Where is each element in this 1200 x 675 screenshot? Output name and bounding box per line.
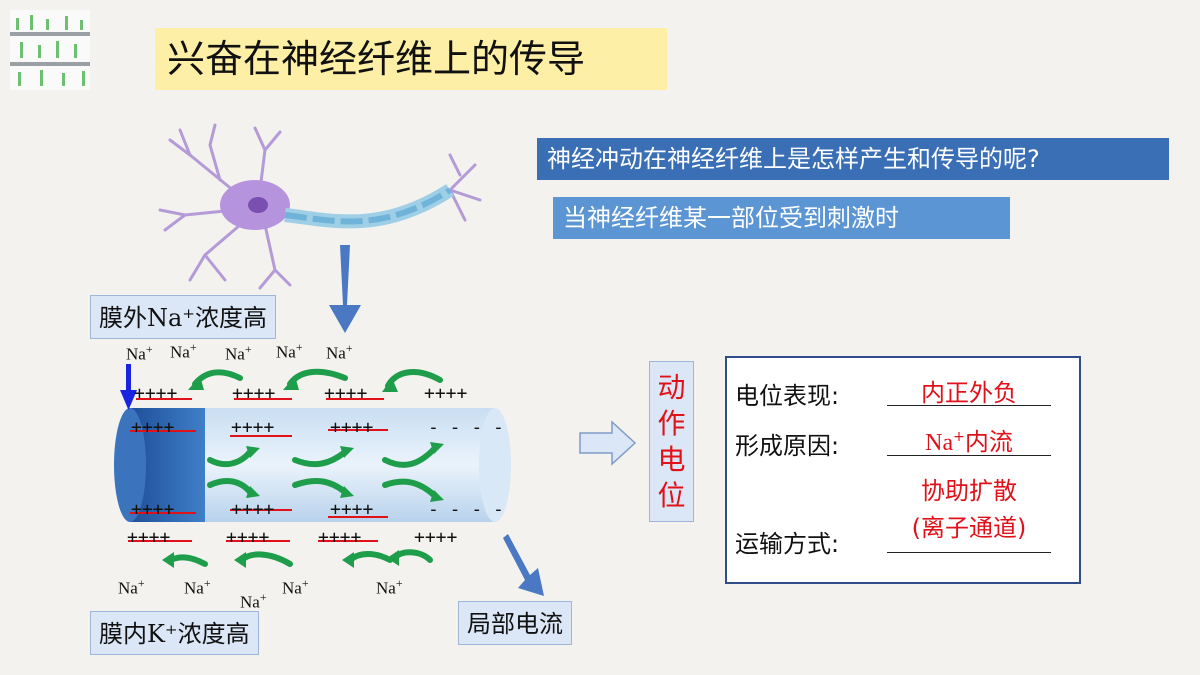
local-current-label: 局部电流: [458, 601, 572, 645]
transport-label: 运输方式:: [735, 530, 840, 558]
stimulus-arrow-icon: [126, 364, 131, 394]
action-potential-label: 动 作 电 位: [649, 361, 694, 522]
membrane-charge: - - - -: [428, 417, 504, 438]
membrane-charge: ++++: [414, 527, 458, 548]
membrane-charge: ++++: [231, 417, 275, 438]
na-ion: Na+: [126, 342, 153, 364]
condition-banner: 当神经纤维某一部位受到刺激时: [553, 197, 1010, 239]
na-ion: Na+: [376, 576, 403, 598]
transport-value-1: 协助扩散: [921, 477, 1017, 505]
membrane-charge: ++++: [131, 417, 175, 438]
question-banner: 神经冲动在神经纤维上是怎样产生和传导的呢?: [537, 138, 1169, 180]
na-ion: Na+: [276, 340, 303, 362]
na-ion: Na+: [240, 590, 267, 612]
membrane-charge: ++++: [318, 527, 362, 548]
underline: [887, 455, 1051, 456]
na-ion: Na+: [326, 341, 353, 363]
cause-label: 形成原因:: [735, 432, 840, 460]
potential-label: 电位表现:: [735, 382, 840, 410]
potential-value: 内正外负: [921, 379, 1017, 407]
answer-panel: 电位表现: 内正外负 形成原因: Na+内流 协助扩散 (离子通道) 运输方式:: [725, 356, 1081, 584]
na-ion: Na+: [184, 576, 211, 598]
membrane-charge: ++++: [131, 499, 175, 520]
nerve-fiber-diagram: [114, 364, 511, 568]
membrane-charge: ++++: [330, 499, 374, 520]
na-ion: Na+: [225, 342, 252, 364]
page-title: 兴奋在神经纤维上的传导: [155, 28, 667, 90]
membrane-charge: ++++: [324, 383, 368, 404]
pointer-arrow-icon: [503, 534, 544, 596]
underline: [887, 552, 1051, 553]
membrane-charge: ++++: [127, 527, 171, 548]
cause-value: Na+内流: [925, 428, 1013, 456]
membrane-charge: ++++: [330, 417, 374, 438]
membrane-charge: ++++: [134, 383, 178, 404]
inner-k-label: 膜内K⁺浓度高: [90, 611, 259, 655]
down-arrow-icon: [329, 245, 361, 333]
na-ion: Na+: [170, 340, 197, 362]
na-ion: Na+: [282, 576, 309, 598]
outer-na-label: 膜外Na⁺浓度高: [90, 295, 276, 339]
neuron-illustration: [158, 123, 482, 290]
na-ion: Na+: [118, 576, 145, 598]
membrane-charge: ++++: [424, 383, 468, 404]
membrane-charge: ++++: [226, 527, 270, 548]
membrane-charge: ++++: [231, 499, 275, 520]
corner-thumbnail: [10, 10, 90, 90]
membrane-charge: ++++: [232, 383, 276, 404]
membrane-charge: - - - -: [428, 499, 504, 520]
transport-value-2: (离子通道): [911, 514, 1027, 542]
right-arrow-icon: [579, 420, 637, 466]
underline: [887, 405, 1051, 406]
